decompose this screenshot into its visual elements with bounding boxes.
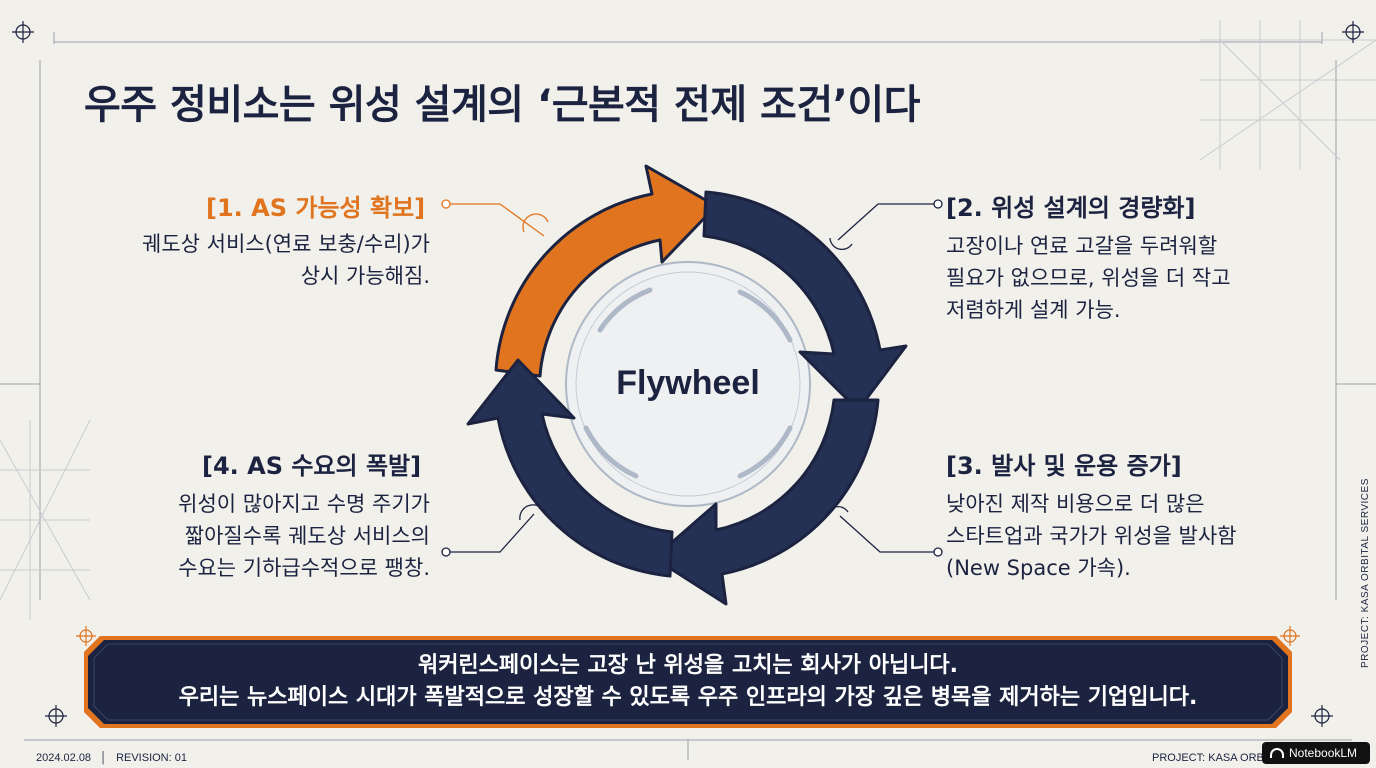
connector-2	[829, 199, 943, 251]
inner-ring	[565, 261, 811, 507]
inner-ring-thin	[575, 271, 801, 497]
footer-revision: REVISION: 01	[116, 752, 187, 764]
corner-grid-top-right	[1199, 20, 1376, 170]
connector-1	[441, 199, 549, 237]
step-4-line-3: 수요는 기하급수적으로 팽창.	[178, 556, 430, 580]
step-2-line-1: 고장이나 연료 고갈을 두려워할	[946, 234, 1218, 258]
step-1-heading: [1. AS 가능성 확보]	[206, 194, 426, 222]
step-1-line-1: 궤도상 서비스(연료 보충/수리)가	[142, 232, 430, 256]
step-2-line-3: 저렴하게 설계 가능.	[946, 298, 1121, 322]
step-4-description: 위성이 많아지고 수명 주기가 짧아질수록 궤도상 서비스의 수요는 기하급수적…	[70, 488, 430, 584]
cycle-arrow-1	[494, 164, 718, 378]
summary-banner	[84, 636, 1292, 728]
notebooklm-icon	[1270, 748, 1284, 758]
cycle-arrow-3	[652, 398, 880, 606]
step-1-description: 궤도상 서비스(연료 보충/수리)가 상시 가능해짐.	[90, 228, 430, 292]
cycle-arrow-4	[466, 358, 674, 578]
step-2-description: 고장이나 연료 고갈을 두려워할 필요가 없으므로, 위성을 더 작고 저렴하게…	[946, 230, 1306, 326]
footer-project: PROJECT: KASA ORB	[1152, 752, 1264, 764]
step-4-line-1: 위성이 많아지고 수명 주기가	[178, 492, 430, 516]
connector-3	[825, 505, 943, 557]
banner-line-2: 우리는 뉴스페이스 시대가 폭발적으로 성장할 수 있도록 우주 인프라의 가장…	[178, 685, 1198, 710]
step-2-heading: [2. 위성 설계의 경량화]	[946, 194, 1196, 222]
notebooklm-badge[interactable]: NotebookLM	[1262, 742, 1370, 764]
summary-banner-text: 워커린스페이스는 고장 난 위성을 고치는 회사가 아닙니다. 우리는 뉴스페이…	[84, 650, 1292, 714]
step-4-heading: [4. AS 수요의 폭발]	[202, 452, 422, 480]
step-1-line-2: 상시 가능해짐.	[300, 264, 430, 288]
page-title: 우주 정비소는 위성 설계의 ‘근본적 전제 조건’이다	[84, 82, 920, 128]
corner-grid-bottom-left	[0, 419, 91, 620]
connector-4	[441, 504, 547, 557]
flywheel-center-label: Flywheel	[616, 364, 760, 402]
step-2-line-2: 필요가 없으므로, 위성을 더 작고	[946, 266, 1231, 290]
notebooklm-label: NotebookLM	[1289, 746, 1358, 760]
banner-line-1: 워커린스페이스는 고장 난 위성을 고치는 회사가 아닙니다.	[417, 653, 959, 678]
cycle-arrow-2	[702, 190, 908, 412]
footer-date: 2024.02.08	[36, 752, 92, 764]
step-3-line-2: 스타트업과 국가가 위성을 발사함	[946, 524, 1237, 548]
side-project-label: PROJECT: KASA ORBITAL SERVICES	[1360, 478, 1371, 668]
step-3-line-1: 낮아진 제작 비용으로 더 많은	[946, 492, 1205, 516]
step-4-line-2: 짧아질수록 궤도상 서비스의	[184, 524, 430, 548]
inner-segments	[583, 287, 793, 479]
step-3-heading: [3. 발사 및 운용 증가]	[946, 452, 1182, 480]
step-3-line-3: (New Space 가속).	[946, 556, 1131, 580]
footer-left: 2024.02.08 │ REVISION: 01	[36, 752, 187, 764]
step-3-description: 낮아진 제작 비용으로 더 많은 스타트업과 국가가 위성을 발사함 (New …	[946, 488, 1306, 584]
